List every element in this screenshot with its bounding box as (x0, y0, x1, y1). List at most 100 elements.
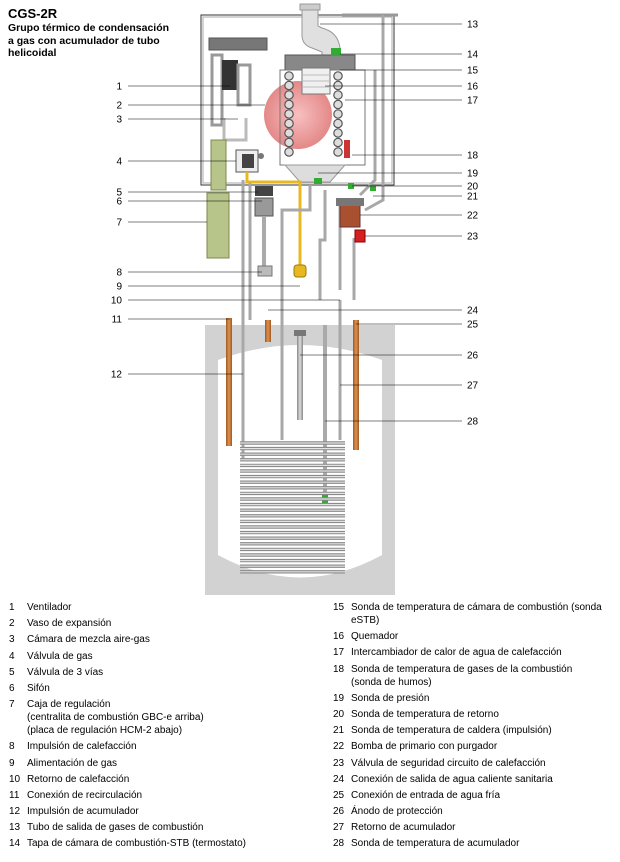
legend-number: 17 (333, 647, 345, 659)
legend-number: 2 (9, 618, 15, 630)
callout-lines (128, 23, 462, 422)
callout-25: 25 (467, 320, 479, 331)
heating-pipes (241, 15, 385, 460)
legend-number: 28 (333, 838, 345, 850)
three-way-valve (254, 186, 274, 277)
coil-ring (284, 118, 294, 129)
callout-22: 22 (467, 211, 479, 222)
callout-17: 17 (467, 96, 479, 107)
callout-1: 1 (116, 82, 122, 93)
flue-tube (299, 3, 398, 61)
legend-text: Sonda de temperatura de cámara de combus… (351, 602, 602, 626)
legend-number: 24 (333, 773, 345, 785)
callout-11: 11 (112, 315, 123, 326)
legend-item: 25 Conexión de entrada de agua fría (333, 789, 618, 802)
pump (336, 198, 364, 228)
legend-item: 22 Bomba de primario con purgador (333, 740, 618, 753)
callout-15: 15 (467, 66, 479, 77)
legend-item: 12 Impulsión de acumulador (9, 805, 329, 818)
legend-right: 15 Sonda de temperatura de cámara de comb… (333, 601, 618, 854)
coil-ring (333, 128, 343, 138)
legend-text: Tapa de cámara de combustión-STB (termos… (27, 838, 246, 850)
safety-valve (354, 229, 366, 243)
legend-number: 14 (9, 838, 21, 850)
legend-text: Retorno de acumulador (351, 822, 456, 834)
legend-number: 26 (333, 806, 345, 818)
callout-21: 21 (467, 192, 479, 203)
legend-text: Ánodo de protección (351, 806, 443, 818)
gas-line (245, 172, 307, 278)
coil-ring (284, 71, 294, 81)
legend-item: 8 Impulsión de calefacción (9, 740, 329, 753)
callout-24: 24 (467, 306, 479, 317)
legend-text: Quemador (351, 631, 399, 643)
legend-text: Conexión de recirculación (27, 789, 143, 801)
callout-14: 14 (467, 50, 479, 61)
legend-item: 15 Sonda de temperatura de cámara de comb… (333, 601, 618, 627)
legend-text: Vaso de expansión (27, 618, 112, 630)
callout-8: 8 (116, 268, 122, 279)
legend-item: 26 Ánodo de protección (333, 805, 618, 818)
legend-number: 10 (9, 773, 21, 785)
boiler-diagram: 1234567891011121314151617181920212223242… (111, 3, 479, 595)
legend-text: Impulsión de acumulador (27, 806, 139, 818)
legend-number: 13 (9, 822, 21, 834)
coil-ring (333, 90, 343, 100)
callout-28: 28 (467, 417, 479, 428)
gas-valve (235, 149, 264, 173)
legend-item: 2 Vaso de expansión (9, 617, 329, 630)
legend-text: Sonda de temperatura de retorno (351, 708, 499, 720)
legend-number: 12 (9, 806, 21, 818)
legend-text: Conexión de entrada de agua fría (351, 789, 500, 801)
callout-23: 23 (467, 232, 479, 243)
legend-text: Impulsión de calefacción (27, 741, 137, 753)
callout-9: 9 (116, 282, 122, 293)
legend-number: 7 (9, 699, 15, 711)
heat-exchanger (264, 48, 366, 183)
callout-18: 18 (467, 151, 479, 162)
legend-number: 22 (333, 741, 345, 753)
exchanger-coils-right (333, 71, 343, 157)
legend-item: 14 Tapa de cámara de combustión-STB (term… (9, 837, 329, 850)
legend-text: Bomba de primario con purgador (351, 741, 498, 753)
helical-coil (240, 441, 345, 574)
title-block: CGS-2R Grupo térmico de condensación a g… (8, 6, 208, 60)
legend-text: Alimentación de gas (27, 757, 118, 769)
legend-text: Ventilador (27, 602, 72, 613)
callout-16: 16 (467, 82, 479, 93)
legend-number: 25 (333, 789, 345, 801)
legend-number: 9 (9, 757, 15, 769)
legend-number: 8 (9, 741, 15, 753)
legend-number: 5 (9, 666, 15, 678)
legend-text: Válvula de gas (27, 650, 93, 662)
callout-6: 6 (116, 197, 122, 208)
callout-20: 20 (467, 182, 479, 193)
callout-labels: 1234567891011121314151617181920212223242… (111, 20, 479, 428)
legend-number: 18 (333, 663, 345, 675)
legend-item: 27 Retorno de acumulador (333, 821, 618, 834)
coil-ring (284, 80, 294, 91)
legend-item: 9 Alimentación de gas (9, 757, 329, 770)
coil-ring (333, 80, 343, 91)
coil-ring (333, 137, 343, 148)
coil-ring (333, 109, 343, 119)
callout-5: 5 (116, 188, 122, 199)
legend-number: 15 (333, 602, 345, 613)
callout-19: 19 (467, 169, 479, 180)
legend-number: 27 (333, 822, 345, 834)
